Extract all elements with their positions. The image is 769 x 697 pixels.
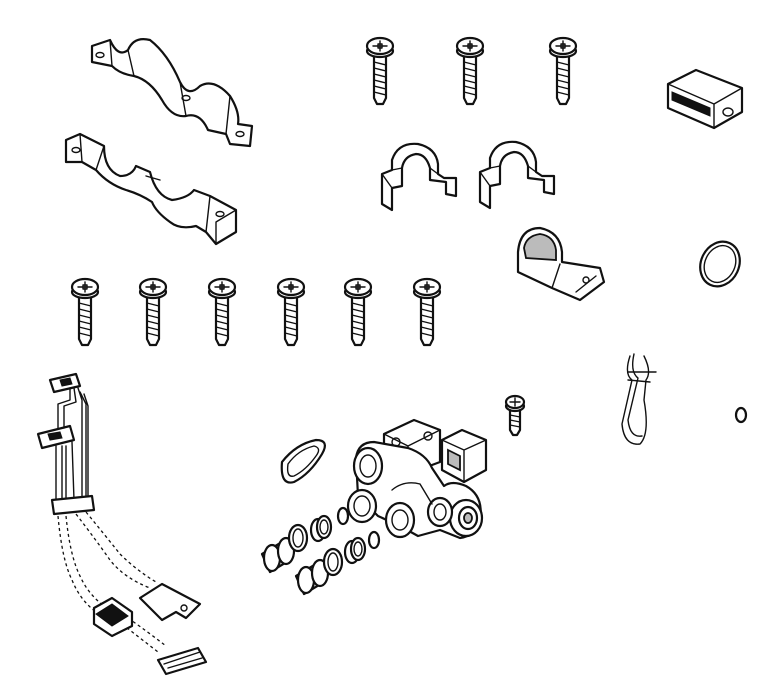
fittings — [260, 506, 381, 596]
screw-large-1 — [365, 36, 395, 106]
screw-small-3 — [207, 277, 237, 347]
screw-large-2 — [455, 36, 485, 106]
screw-small-2 — [138, 277, 168, 347]
retaining-clip — [621, 353, 657, 445]
hook-bracket-1 — [380, 142, 458, 212]
screw-small-5 — [343, 277, 373, 347]
single-pipe-clip — [516, 226, 606, 302]
gasket — [280, 438, 326, 484]
o-ring-small — [734, 406, 748, 424]
screw-small-1 — [70, 277, 100, 347]
pipe-clamp-bottom — [64, 132, 238, 246]
gas-valve-assembly — [346, 418, 488, 540]
hook-bracket-2 — [478, 140, 556, 210]
screw-large-3 — [548, 36, 578, 106]
o-ring-large — [699, 240, 741, 288]
screw-small-4 — [276, 277, 306, 347]
pipe-clamp-top — [90, 38, 254, 148]
connector-block — [666, 68, 744, 130]
screw-small-6 — [412, 277, 442, 347]
wiring-harness — [36, 372, 208, 676]
screw-mini — [504, 394, 526, 437]
